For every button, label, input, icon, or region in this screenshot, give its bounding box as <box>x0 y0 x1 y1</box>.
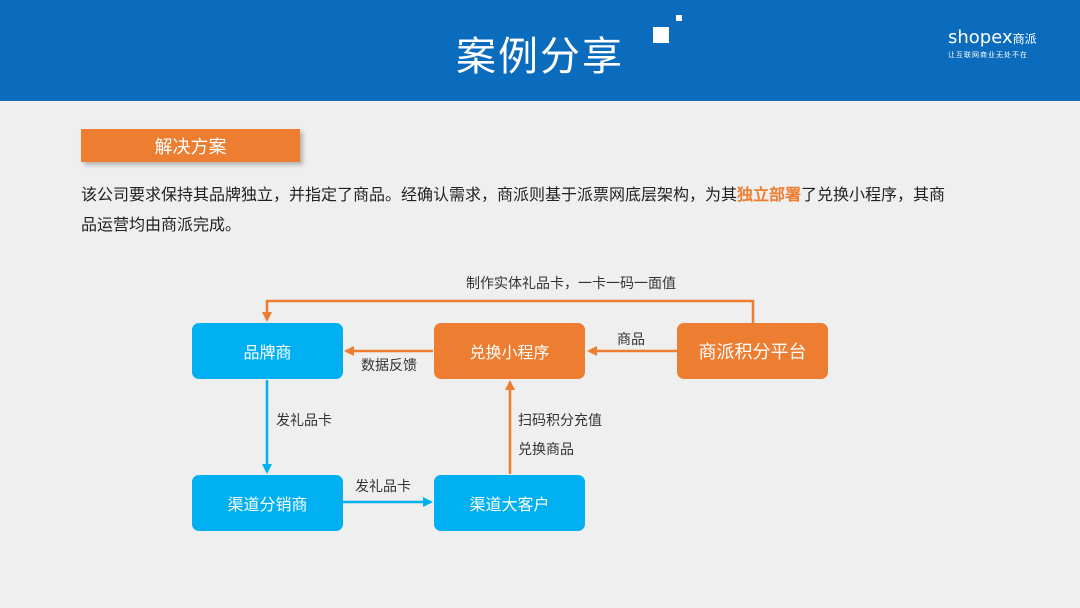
paragraph-highlight: 独立部署 <box>737 185 802 204</box>
header-bar: 案例分享 shopex商派 让互联网商业无处不在 <box>0 0 1080 101</box>
label-platform-to-miniapp: 商品 <box>617 332 645 348</box>
arrow-platform-to-brand <box>262 299 755 323</box>
logo-tagline: 让互联网商业无处不在 <box>948 51 1028 59</box>
description-paragraph: 该公司要求保持其品牌独立，并指定了商品。经确认需求，商派则基于派票网底层架构，为… <box>81 180 961 240</box>
label-client-to-miniapp-2: 兑换商品 <box>518 442 574 458</box>
label-brand-to-distributor: 发礼品卡 <box>276 413 332 429</box>
paragraph-text-2: 了兑换小程序，其商品运营均由商派完成。 <box>81 185 946 234</box>
page-title: 案例分享 <box>456 34 624 80</box>
decorative-square-small <box>676 15 682 21</box>
label-miniapp-to-brand: 数据反馈 <box>361 358 417 374</box>
node-client: 渠道大客户 <box>434 475 585 531</box>
section-badge: 解决方案 <box>81 129 300 162</box>
node-miniapp: 兑换小程序 <box>434 323 585 379</box>
shopex-logo: shopex商派 让互联网商业无处不在 <box>948 28 1058 61</box>
node-platform: 商派积分平台 <box>677 323 828 379</box>
logo-cn: 商派 <box>1012 32 1037 46</box>
label-client-to-miniapp-1: 扫码积分充值 <box>518 413 602 429</box>
node-brand: 品牌商 <box>192 323 343 379</box>
decorative-square <box>653 27 669 43</box>
label-platform-to-brand: 制作实体礼品卡，一卡一码一面值 <box>466 276 676 292</box>
logo-text: shopex <box>948 27 1013 48</box>
node-distributor: 渠道分销商 <box>192 475 343 531</box>
paragraph-text-1: 该公司要求保持其品牌独立，并指定了商品。经确认需求，商派则基于派票网底层架构，为… <box>81 185 738 204</box>
label-distributor-to-client: 发礼品卡 <box>355 479 411 495</box>
